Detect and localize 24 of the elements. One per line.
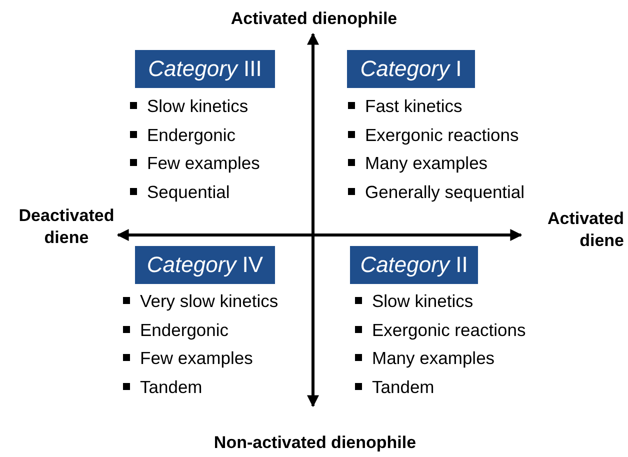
bullet-item: Very slow kinetics [120,287,278,316]
category-box: Category II [350,246,478,284]
axis-label: Deactivated diene [18,205,116,249]
axis-label: Activated diene [546,208,624,252]
bullet-item: Few examples [120,344,278,372]
bullet-item: Endergonic [127,120,260,149]
category-box: Category I [347,50,475,88]
bullet-item: Many examples [352,344,526,372]
bullet-item: Exergonic reactions [345,120,525,149]
bullet-item: Many examples [345,149,525,178]
category-box: Category III [135,50,275,88]
bullet-item: Tandem [120,372,278,401]
bullet-item: Generally sequential [345,178,525,206]
axis-label: Non-activated dienophile [212,432,418,454]
bullet-item: Slow kinetics [127,92,260,120]
bullet-item: Exergonic reactions [352,316,526,344]
bullet-item: Endergonic [120,316,278,344]
bullet-item: Fast kinetics [345,92,525,120]
bullet-item: Few examples [127,149,260,178]
bullet-item: Tandem [352,372,526,401]
axis-label: Activated dienophile [230,8,398,30]
bullet-item: Sequential [127,178,260,206]
bullet-item: Slow kinetics [352,287,526,316]
category-box: Category IV [135,246,275,284]
